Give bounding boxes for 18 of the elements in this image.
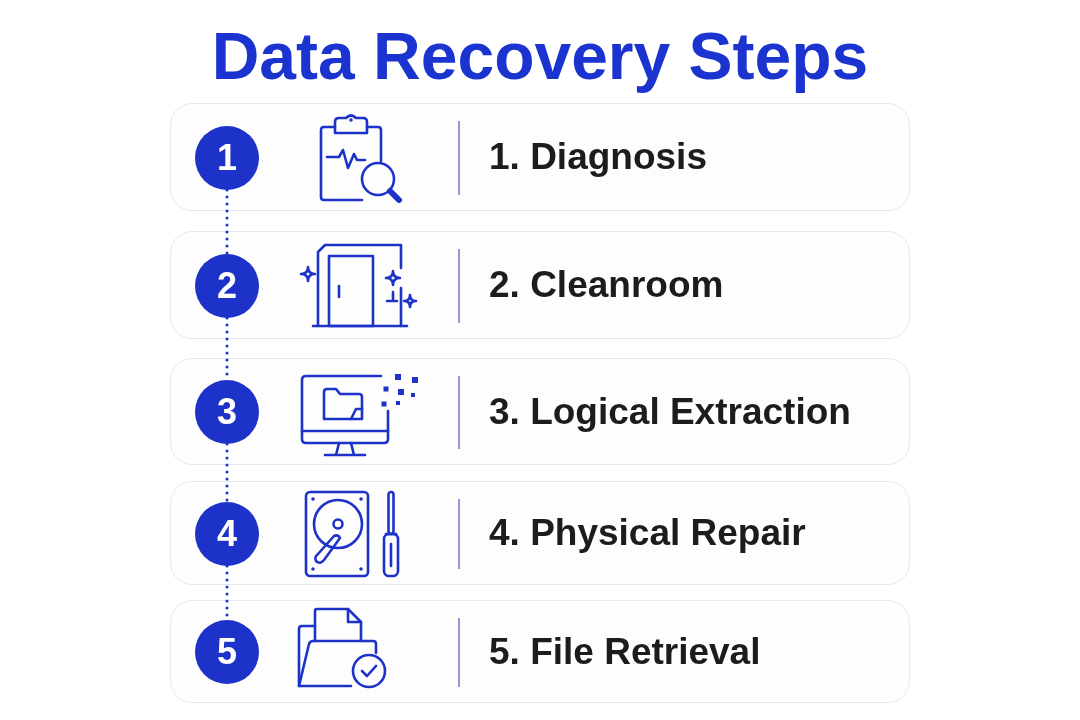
step-card [170, 358, 910, 465]
number-circle: 5 [195, 620, 259, 684]
step-label: 5. File Retrieval [489, 629, 761, 674]
step-label: 4. Physical Repair [489, 510, 806, 555]
step-label: 3. Logical Extraction [489, 389, 851, 434]
step-label: 1. Diagnosis [489, 134, 707, 179]
title: Data Recovery Steps [211, 20, 869, 93]
dotted-connector [225, 188, 229, 256]
number-circle: 4 [195, 502, 259, 566]
number-circle: 2 [195, 254, 259, 318]
step-label: 2. Cleanroom [489, 262, 724, 307]
step-card [170, 600, 910, 703]
number-circle: 3 [195, 380, 259, 444]
dotted-connector [225, 442, 229, 504]
step-card [170, 231, 910, 339]
step-card [170, 481, 910, 585]
step-card [170, 103, 910, 211]
number-circle: 1 [195, 126, 259, 190]
